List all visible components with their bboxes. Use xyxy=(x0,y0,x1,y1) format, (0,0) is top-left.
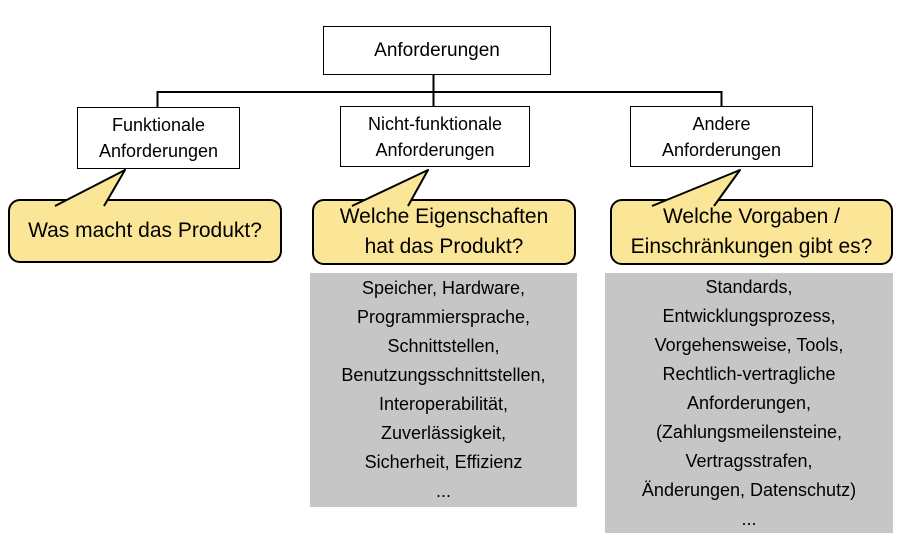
node-label: Funktionale Anforderungen xyxy=(98,115,219,161)
node-label: Nicht-funktionale Anforderungen xyxy=(367,113,503,160)
callout-text: Welche Vorgaben / Einschränkungen gibt e… xyxy=(630,205,873,258)
node-nicht-funktionale-anforderungen: Nicht-funktionale Anforderungen xyxy=(340,106,530,167)
details-andere-anforderungen: Standards, Entwicklungsprozess, Vorgehen… xyxy=(605,273,893,533)
node-funktionale-anforderungen: Funktionale Anforderungen xyxy=(77,107,240,169)
node-label: Andere Anforderungen xyxy=(661,113,782,160)
callout-text: Welche Eigenschaften hat das Produkt? xyxy=(339,205,549,258)
details-text: Speicher, Hardware, Programmiersprache, … xyxy=(341,278,546,501)
details-nicht-funktionale-anforderungen: Speicher, Hardware, Programmiersprache, … xyxy=(310,273,577,507)
node-andere-anforderungen: Andere Anforderungen xyxy=(630,106,813,167)
callout-text: Was macht das Produkt? xyxy=(28,219,262,242)
callout-andere-question: Welche Vorgaben / Einschränkungen gibt e… xyxy=(610,199,893,265)
callout-funktionale-question: Was macht das Produkt? xyxy=(8,199,282,263)
callout-nicht-funktionale-question: Welche Eigenschaften hat das Produkt? xyxy=(312,199,576,265)
details-text: Standards, Entwicklungsprozess, Vorgehen… xyxy=(641,276,857,529)
node-label: Anforderungen xyxy=(374,39,500,61)
node-anforderungen: Anforderungen xyxy=(323,26,551,75)
